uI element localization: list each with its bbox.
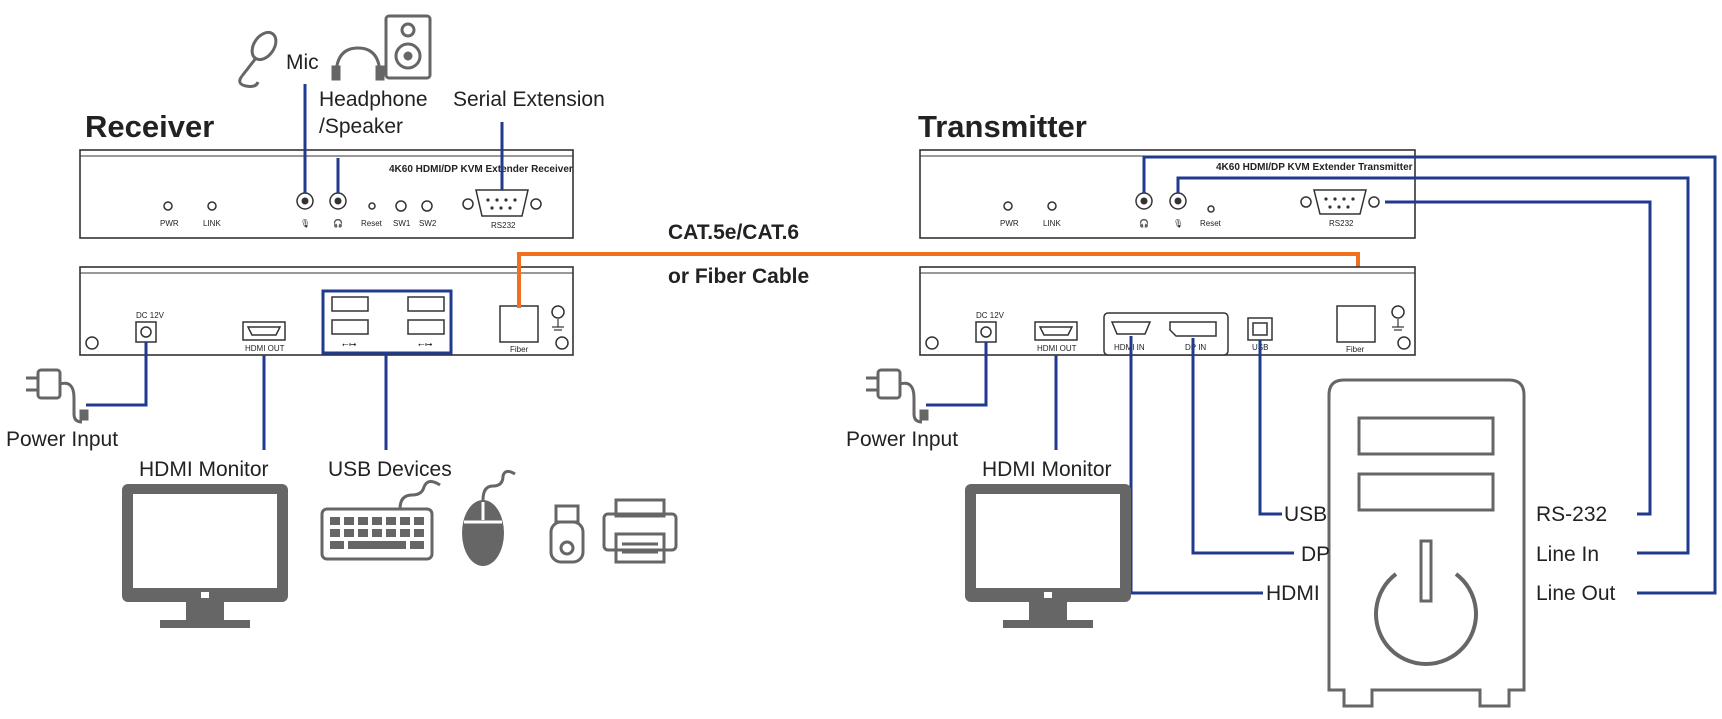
receiver-headphone-icon: 🎧 [333,218,343,228]
dp-in-line [1191,338,1294,555]
receiver-sw2-button [421,200,433,212]
receiver-sw1-button [395,200,407,212]
transmitter-reset-label: Reset [1200,219,1222,228]
transmitter-headphone-icon: 🎧 [1139,218,1149,228]
mouse-icon [462,469,516,566]
mic-label: Mic [286,51,319,74]
speaker-icon [384,14,432,80]
receiver-power-line [86,342,148,407]
receiver-usb-symbol-1: ⭠⊶ [342,340,356,349]
transmitter-power-adapter-icon [866,368,929,424]
headphone-label: Headphone [319,88,428,111]
receiver-fiber-port [499,305,539,343]
hdmi-label: HDMI [1266,582,1320,605]
receiver-hdmi-monitor-label: HDMI Monitor [139,458,269,481]
transmitter-mic-icon: 🎙 [1173,219,1183,228]
receiver-reset-label: Reset [361,219,383,228]
receiver-rs232-port [462,189,542,217]
receiver-pwr-label: PWR [160,219,179,228]
transmitter-hdmi-out-label: HDMI OUT [1037,344,1077,353]
transmitter-power-line [926,342,988,407]
transmitter-link-label: LINK [1043,219,1061,228]
transmitter-pwr-label: PWR [1000,219,1019,228]
receiver-rear-panel: DC 12V HDMI OUT ⭠⊶ ⭠⊶ Fiber [79,266,574,356]
receiver-usb-symbol-2: ⭠⊶ [418,340,432,349]
serial-extension-label: Serial Extension [453,88,605,111]
receiver-link-led [207,201,217,211]
transmitter-pwr-led [1003,201,1013,211]
cable-label-line2: or Fiber Cable [668,265,809,288]
speaker-label: /Speaker [319,115,403,138]
receiver-monitor-icon [122,484,288,628]
usb-flash-drive-icon [549,504,585,564]
receiver-pwr-led [163,201,173,211]
receiver-link-label: LINK [203,219,221,228]
transmitter-model-label: 4K60 HDMI/DP KVM Extender Transmitter [1216,162,1413,173]
printer-icon [602,498,678,564]
cable-label-line1: CAT.5e/CAT.6 [668,221,799,244]
receiver-reset-button [368,202,376,210]
transmitter-ground-screw [1391,305,1405,319]
transmitter-dp-in-port [1169,321,1217,337]
line-in-label: Line In [1536,543,1599,566]
transmitter-reset-button [1207,205,1215,213]
transmitter-dp-in-label: DP IN [1185,343,1206,352]
usb-line [1258,340,1282,516]
line-out-line [1142,155,1717,595]
transmitter-fiber-label: Fiber [1346,345,1365,354]
transmitter-fiber-port [1336,305,1376,343]
transmitter-hdmi-in-label: HDMI IN [1114,343,1145,352]
receiver-power-input-label: Power Input [6,428,118,451]
receiver-power-adapter-icon [26,368,89,424]
receiver-sw1-label: SW1 [393,219,411,228]
pc-tower-icon [1327,378,1526,708]
rs232-text-label: RS-232 [1536,503,1607,526]
transmitter-front-panel: 4K60 HDMI/DP KVM Extender Transmitter PW… [919,149,1416,239]
rs232-line [1385,200,1652,516]
receiver-dc-label: DC 12V [136,311,165,320]
transmitter-title: Transmitter [918,109,1087,144]
transmitter-rear-panel: DC 12V HDMI OUT HDMI IN DP IN USB Fiber [919,266,1416,356]
receiver-title: Receiver [85,109,214,144]
transmitter-dc-label: DC 12V [976,311,1005,320]
transmitter-hdmi-monitor-label: HDMI Monitor [982,458,1112,481]
line-out-label: Line Out [1536,582,1616,605]
transmitter-monitor-icon [965,484,1131,628]
receiver-hdmi-out-label: HDMI OUT [245,344,285,353]
usb-devices-label: USB Devices [328,458,452,481]
receiver-sw2-label: SW2 [419,219,437,228]
microphone-icon [238,30,278,88]
dp-label: DP [1301,543,1330,566]
transmitter-hdmi-in-port [1110,321,1152,335]
receiver-fiber-label: Fiber [510,345,529,354]
keyboard-icon [320,480,441,561]
transmitter-power-input-label: Power Input [846,428,958,451]
usb-label: USB [1284,503,1327,526]
receiver-mic-icon: 🎙 [300,219,310,228]
headphone-icon [331,46,385,81]
receiver-rs232-label: RS232 [491,221,516,230]
line-in-line [1176,176,1690,555]
receiver-ground-screw [551,305,565,319]
transmitter-rs232-port [1300,189,1380,215]
transmitter-link-led [1047,201,1057,211]
transmitter-rs232-label: RS232 [1329,219,1354,228]
receiver-front-panel: 4K60 HDMI/DP KVM Extender Receiver PWR L… [79,149,574,239]
receiver-model-label: 4K60 HDMI/DP KVM Extender Receiver [389,164,573,175]
